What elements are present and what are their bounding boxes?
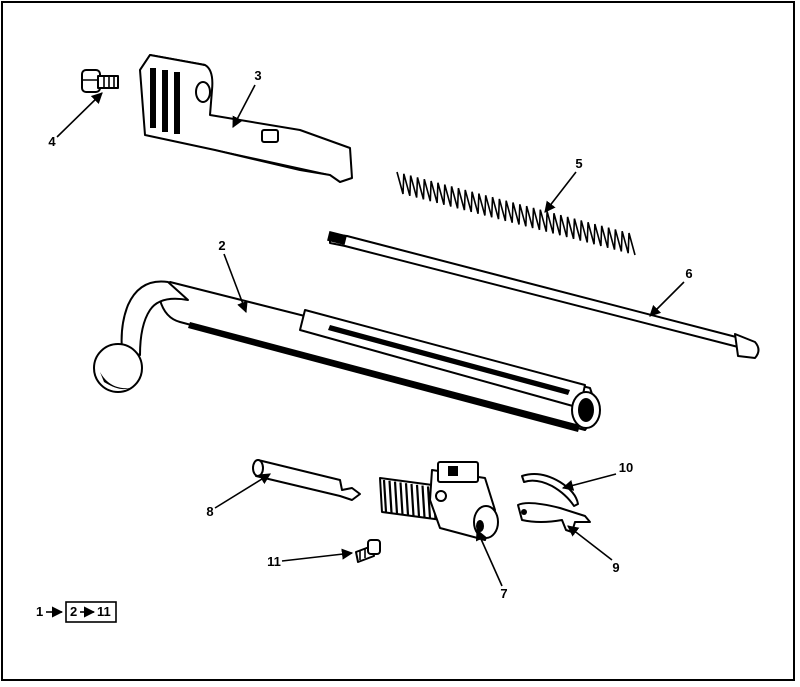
- thread-line: [399, 482, 404, 515]
- thread-line: [421, 485, 426, 518]
- part-9-extractor: [517, 502, 591, 533]
- thread-line: [388, 480, 393, 513]
- thread-line: [415, 484, 421, 517]
- callout-4: 4: [48, 134, 56, 149]
- legend-from: 1: [36, 604, 43, 619]
- callout-10: 10: [619, 460, 633, 475]
- leader-5: [544, 171, 577, 213]
- callout-7: 7: [500, 586, 507, 601]
- part-4-screw: [81, 69, 119, 93]
- callout-11: 11: [267, 554, 281, 569]
- part-3-bracket: [139, 54, 353, 183]
- leader-lines: [56, 84, 685, 587]
- assembly-legend: 1 2 11: [36, 601, 117, 623]
- leader-2: [223, 253, 248, 314]
- thread-line: [426, 486, 432, 519]
- leader-3: [232, 84, 256, 128]
- callout-2: 2: [218, 238, 225, 253]
- part-8-pin: [252, 459, 361, 501]
- part-11-small-screw: [355, 539, 381, 563]
- part-7-bolt-head: [379, 461, 499, 541]
- leader-9: [567, 525, 613, 561]
- callout-5: 5: [575, 156, 582, 171]
- leader-7: [475, 528, 503, 587]
- leader-8: [214, 473, 271, 509]
- part-10-clip: [521, 473, 579, 507]
- callout-9: 9: [612, 560, 619, 575]
- callout-8: 8: [206, 504, 213, 519]
- thread-line: [410, 483, 415, 517]
- thread-line: [404, 483, 410, 516]
- leader-4: [56, 92, 103, 138]
- thread-line: [382, 479, 388, 513]
- thread-line: [393, 481, 399, 514]
- leader-10: [561, 473, 617, 491]
- leader-11: [281, 548, 354, 562]
- legend-box-from: 2: [70, 604, 77, 619]
- legend-box-to: 11: [97, 604, 111, 619]
- callout-3: 3: [254, 68, 261, 83]
- leader-6: [649, 281, 685, 317]
- part-6-rod: [327, 230, 760, 359]
- part-2-bolt-body: [93, 280, 601, 432]
- part-5-spring: [396, 171, 636, 256]
- callout-6: 6: [685, 266, 692, 281]
